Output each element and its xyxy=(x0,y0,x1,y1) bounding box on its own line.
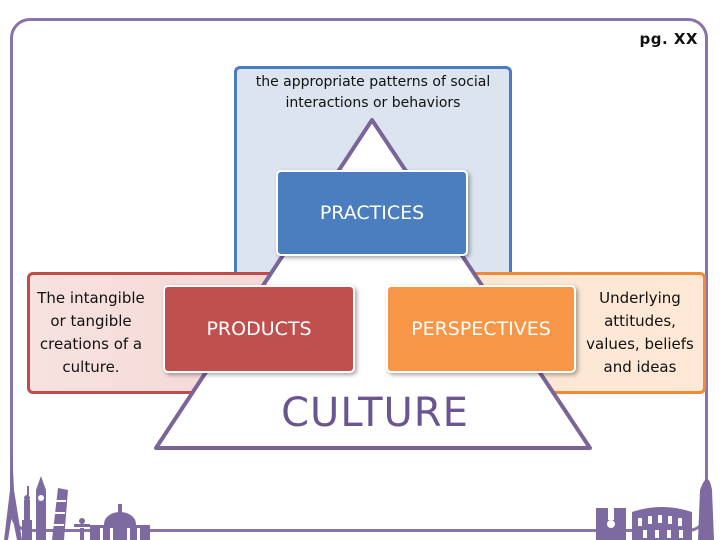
notre-dame-icon xyxy=(596,508,626,540)
practices-description: the appropriate patterns of social inter… xyxy=(255,74,491,111)
skyline-decoration xyxy=(4,450,714,540)
skyscraper-icon xyxy=(698,479,714,540)
practices-label: PRACTICES xyxy=(319,202,425,224)
perspectives-description: Underlying attitudes, values, beliefs an… xyxy=(586,289,694,376)
page-number: pg. XX xyxy=(639,30,698,48)
products-label: PRODUCTS xyxy=(206,318,312,340)
colosseum-icon xyxy=(632,507,692,540)
products-description: The intangible or tangible creations of … xyxy=(37,289,145,376)
perspectives-box: PERSPECTIVES xyxy=(386,285,576,373)
culture-label: CULTURE xyxy=(281,390,469,436)
practices-box: PRACTICES xyxy=(276,170,468,256)
eiffel-tower-icon xyxy=(4,450,22,540)
christ-redeemer-icon xyxy=(74,518,90,540)
capitol-dome-icon xyxy=(90,504,150,540)
products-box: PRODUCTS xyxy=(163,285,355,373)
leaning-tower-icon xyxy=(52,488,68,540)
statue-of-liberty-icon xyxy=(22,486,32,540)
perspectives-label: PERSPECTIVES xyxy=(411,318,551,340)
big-ben-icon xyxy=(36,476,46,540)
